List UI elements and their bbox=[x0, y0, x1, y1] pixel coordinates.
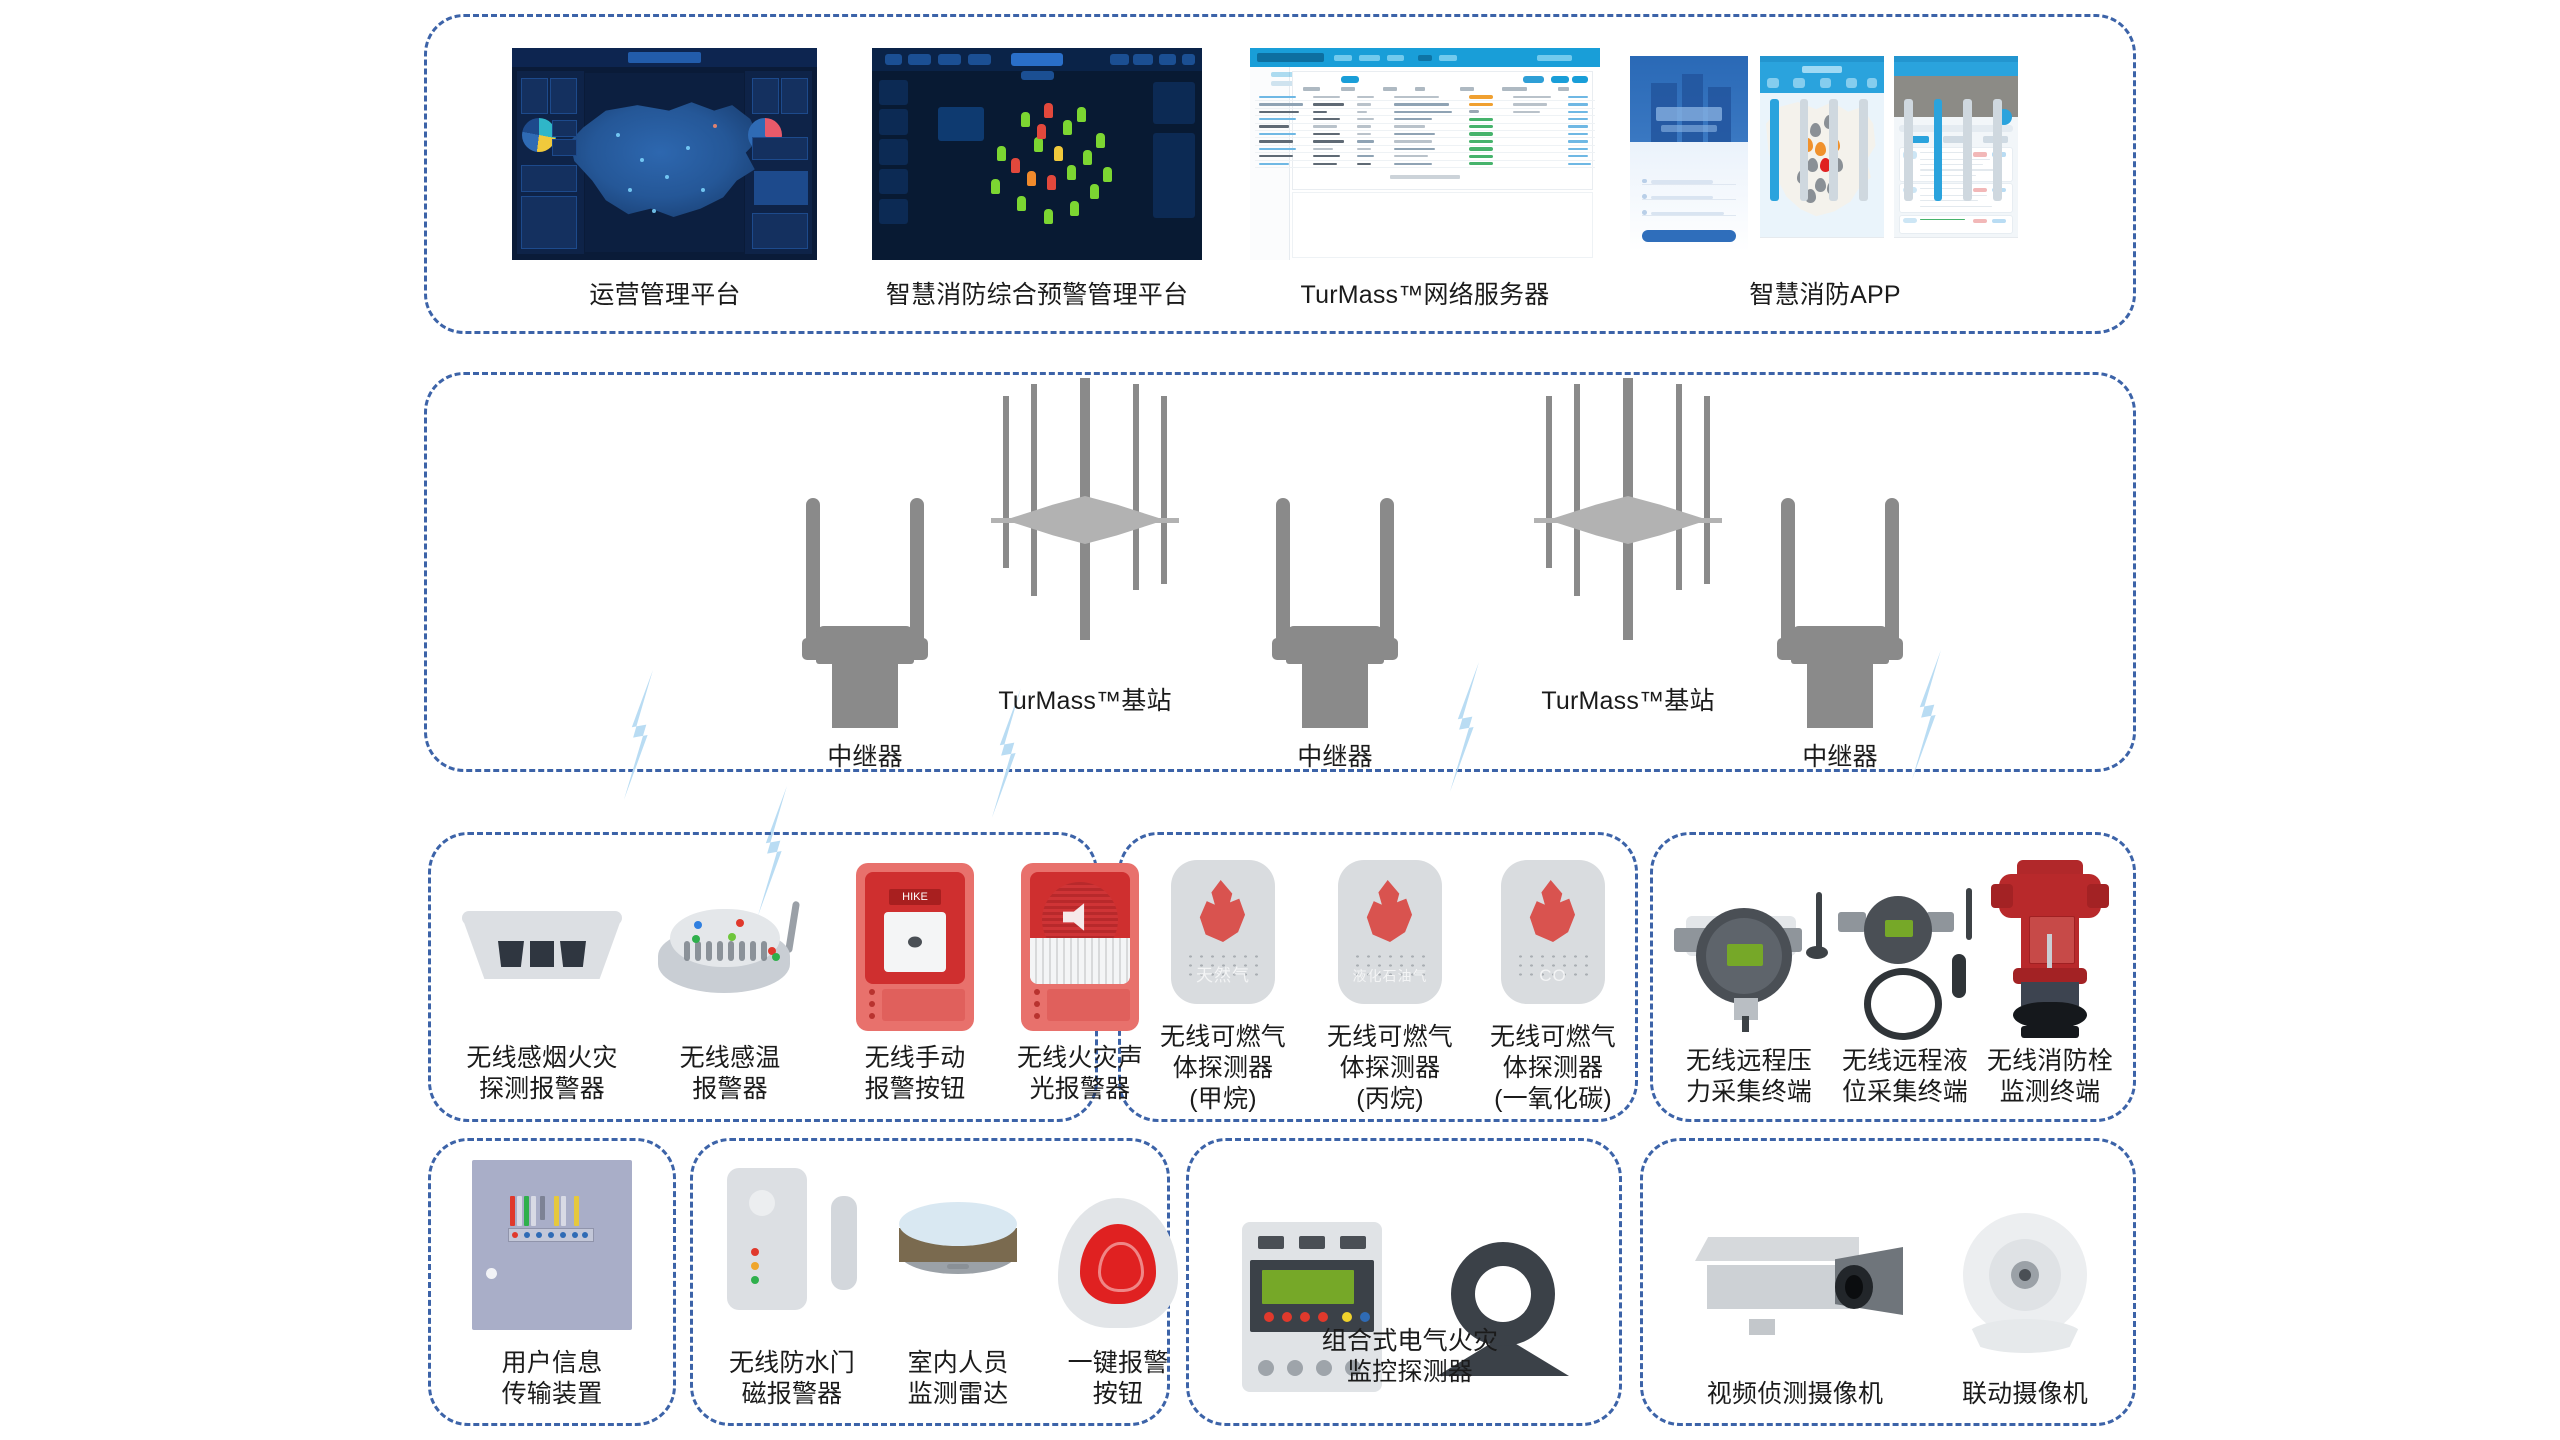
indoor-radar-icon bbox=[893, 1202, 1023, 1282]
level-transmitter-icon bbox=[1830, 888, 1980, 1040]
device-label: 无线火灾声 光报警器 bbox=[1016, 1044, 1143, 1103]
device-label: 一键报警 按钮 bbox=[1067, 1349, 1169, 1408]
device-manual-call-point[interactable]: HIKE 无线手动 报警按钮 bbox=[830, 860, 1000, 1105]
device-label: 无线可燃气 体探测器 (甲烷) bbox=[1159, 1023, 1286, 1113]
user-transmission-group-panel bbox=[428, 1138, 676, 1426]
platform-item-app[interactable]: 智慧消防APP bbox=[1630, 280, 2020, 311]
platform-item-warning[interactable]: 智慧消防综合预警管理平台 bbox=[852, 280, 1222, 311]
dashboard-map-screenshot[interactable] bbox=[512, 48, 817, 260]
base-station-icon bbox=[1528, 378, 1728, 678]
admin-table-screenshot[interactable] bbox=[1250, 48, 1600, 260]
device-label: 无线防水门 磁报警器 bbox=[728, 1349, 855, 1408]
device-label: 无线可燃气 体探测器 (丙烷) bbox=[1326, 1023, 1453, 1113]
sos-button-icon bbox=[1058, 1198, 1178, 1328]
device-gas-detector-methane[interactable]: 天然气 无线可燃气 体探测器 (甲烷) bbox=[1138, 860, 1308, 1115]
camera-group-panel bbox=[1640, 1138, 2136, 1426]
gas-detector-icon: 天然气 bbox=[1171, 860, 1275, 1004]
platform-item-operations[interactable]: 运营管理平台 bbox=[500, 280, 830, 311]
platform-layer-panel bbox=[424, 14, 2136, 334]
network-node-label: TurMass™基站 bbox=[1541, 687, 1715, 715]
network-node-label: 中继器 bbox=[1297, 743, 1373, 771]
device-heat-detector[interactable]: 无线感温 报警器 bbox=[640, 860, 820, 1105]
network-node-label: 中继器 bbox=[827, 743, 903, 771]
current-clamp-icon bbox=[1433, 1236, 1573, 1376]
device-label: 视频侦测摄像机 bbox=[1706, 1380, 1884, 1408]
repeater-icon bbox=[1260, 498, 1410, 728]
repeater-icon bbox=[790, 498, 940, 728]
device-pressure-transmitter[interactable]: 无线远程压 力采集终端 bbox=[1664, 860, 1834, 1108]
device-label: 组合式电气火灾 监控探测器 bbox=[1321, 1327, 1499, 1386]
device-label: 无线手动 报警按钮 bbox=[864, 1044, 966, 1103]
app-map-screen[interactable] bbox=[1760, 56, 1884, 252]
gas-face-text: CO bbox=[1539, 966, 1567, 985]
fire-hydrant-icon bbox=[1991, 860, 2109, 1038]
brand-badge: HIKE bbox=[889, 889, 941, 905]
manual-call-point-icon: HIKE bbox=[856, 863, 974, 1031]
platform-label: 智慧消防APP bbox=[1749, 281, 1901, 309]
base-station-icon bbox=[985, 378, 1185, 678]
device-label: 无线远程液 位采集终端 bbox=[1841, 1047, 1968, 1106]
device-bullet-camera[interactable]: 视频侦测摄像机 bbox=[1680, 1170, 1910, 1410]
network-node-base-station-1[interactable]: TurMass™基站 bbox=[965, 378, 1205, 717]
device-level-transmitter[interactable]: 无线远程液 位采集终端 bbox=[1820, 860, 1990, 1108]
alarm-scatter-screenshot[interactable] bbox=[872, 48, 1202, 260]
device-label: 无线远程压 力采集终端 bbox=[1685, 1047, 1812, 1106]
device-indoor-radar[interactable]: 室内人员 监测雷达 bbox=[878, 1160, 1038, 1410]
device-sound-light-alarm[interactable]: 无线火灾声 光报警器 bbox=[995, 860, 1165, 1105]
gas-detector-icon: 液化石油气 bbox=[1338, 860, 1442, 1004]
platform-label: 运营管理平台 bbox=[589, 281, 741, 309]
device-gas-detector-propane[interactable]: 液化石油气 无线可燃气 体探测器 (丙烷) bbox=[1305, 860, 1475, 1115]
device-electrical-monitor[interactable] bbox=[1222, 1160, 1402, 1410]
device-label: 室内人员 监测雷达 bbox=[907, 1349, 1009, 1408]
transmission-cabinet-icon bbox=[472, 1160, 632, 1330]
dome-camera-icon bbox=[1955, 1213, 2095, 1353]
platform-label: TurMass™网络服务器 bbox=[1300, 281, 1550, 309]
gas-detector-icon: CO bbox=[1501, 860, 1605, 1004]
device-dome-camera[interactable]: 联动摄像机 bbox=[1930, 1170, 2120, 1410]
network-layer-panel bbox=[424, 372, 2136, 772]
app-login-screen[interactable] bbox=[1630, 56, 1748, 252]
bullet-camera-icon bbox=[1695, 1225, 1903, 1335]
network-node-label: 中继器 bbox=[1802, 743, 1878, 771]
electrical-monitor-icon bbox=[1242, 1222, 1382, 1392]
gas-face-text: 液化石油气 bbox=[1352, 968, 1428, 984]
device-label: 无线消防栓 监测终端 bbox=[1986, 1047, 2113, 1106]
device-label: 无线感烟火灾 探测报警器 bbox=[466, 1044, 618, 1103]
device-current-clamp[interactable] bbox=[1418, 1172, 1588, 1410]
platform-item-server[interactable]: TurMass™网络服务器 bbox=[1240, 280, 1610, 311]
heat-detector-icon bbox=[650, 900, 810, 1001]
device-label: 无线感温 报警器 bbox=[679, 1044, 781, 1103]
platform-label: 智慧消防综合预警管理平台 bbox=[885, 281, 1189, 309]
device-sos-button[interactable]: 一键报警 按钮 bbox=[1038, 1160, 1198, 1410]
device-label: 用户信息 传输装置 bbox=[501, 1349, 603, 1408]
electrical-fire-group-panel bbox=[1186, 1138, 1622, 1426]
sound-light-alarm-icon bbox=[1021, 863, 1139, 1031]
smoke-detector-icon bbox=[462, 907, 622, 991]
device-transmission-cabinet[interactable]: 用户信息 传输装置 bbox=[462, 1160, 642, 1410]
device-label: 无线可燃气 体探测器 (一氧化碳) bbox=[1489, 1023, 1616, 1113]
device-smoke-detector[interactable]: 无线感烟火灾 探测报警器 bbox=[452, 860, 632, 1105]
door-contact-icon bbox=[727, 1162, 857, 1312]
water-telemetry-group-panel bbox=[1650, 832, 2136, 1122]
device-gas-detector-co[interactable]: CO 无线可燃气 体探测器 (一氧化碳) bbox=[1468, 860, 1638, 1115]
network-node-repeater-3[interactable]: 中继器 bbox=[1745, 498, 1935, 773]
app-alarm-list-screen[interactable] bbox=[1894, 56, 2018, 252]
device-door-contact[interactable]: 无线防水门 磁报警器 bbox=[712, 1160, 872, 1410]
device-label: 联动摄像机 bbox=[1961, 1380, 2088, 1408]
electrical-group-label-wrap: 组合式电气火灾 监控探测器 bbox=[1210, 1326, 1610, 1388]
mobile-app-screenshots[interactable] bbox=[1630, 48, 2020, 260]
network-node-base-station-2[interactable]: TurMass™基站 bbox=[1508, 378, 1748, 717]
network-node-repeater-2[interactable]: 中继器 bbox=[1240, 498, 1430, 773]
network-node-repeater-1[interactable]: 中继器 bbox=[770, 498, 960, 773]
repeater-icon bbox=[1765, 498, 1915, 728]
device-fire-hydrant[interactable]: 无线消防栓 监测终端 bbox=[1975, 860, 2125, 1108]
pressure-transmitter-icon bbox=[1674, 892, 1828, 1032]
gas-face-text: 天然气 bbox=[1196, 966, 1250, 985]
network-node-label: TurMass™基站 bbox=[998, 687, 1172, 715]
